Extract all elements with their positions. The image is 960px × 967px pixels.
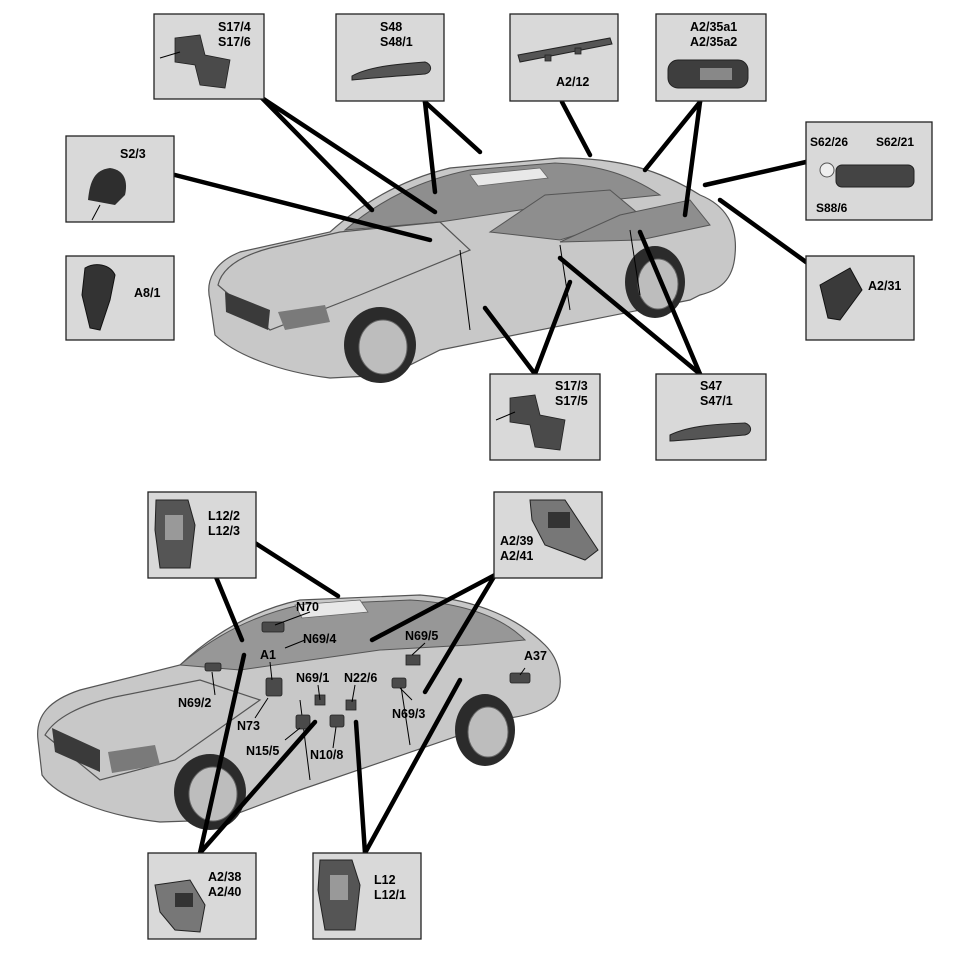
bottom-car-illustration [37,594,561,830]
label-a2-35a2: A2/35a2 [690,35,737,49]
label-s88-6: S88/6 [816,201,848,215]
top-leader-lines [172,95,809,377]
callout-l12-2: L12/2 L12/3 [147,491,257,579]
label-s47: S47 [700,379,722,393]
label-n15-5: N15/5 [246,744,279,758]
callout-s62: S62/26 S62/21 S88/6 [805,121,933,221]
callout-s17-3: S17/3 S17/5 [489,373,601,461]
label-a2-35a1: A2/35a1 [690,20,737,34]
label-n10-8: N10/8 [310,748,343,762]
callout-a2-39: A2/39 A2/41 [493,491,603,579]
label-a2-40: A2/40 [208,885,241,899]
label-n69-5: N69/5 [405,629,438,643]
label-n69-3: N69/3 [392,707,425,721]
callout-a2-12: A2/12 [509,13,619,102]
label-n73: N73 [237,719,260,733]
label-n69-4: N69/4 [303,632,336,646]
leader-endpoints [370,150,722,310]
label-n69-2: N69/2 [178,696,211,710]
callout-a8-1: A8/1 [65,255,175,341]
label-a2-39: A2/39 [500,534,533,548]
top-car-illustration [208,157,737,383]
label-s48-1: S48/1 [380,35,413,49]
callout-s48: S48 S48/1 [335,13,445,102]
label-a2-41: A2/41 [500,549,533,563]
bottom-leader-lines [197,540,498,856]
label-s17-4: S17/4 [218,20,251,34]
label-n22-6: N22/6 [344,671,377,685]
label-n69-1: N69/1 [296,671,329,685]
callout-s2-3: S2/3 [65,135,175,223]
callout-s47: S47 S47/1 [655,373,767,461]
label-a1: A1 [260,648,276,662]
callout-s17-4: S17/4 S17/6 [153,13,265,100]
label-s62-26: S62/26 [810,135,848,149]
label-s62-21: S62/21 [876,135,914,149]
label-a8-1: A8/1 [134,286,160,300]
label-n70: N70 [296,600,319,614]
bottom-component-labels: N70 N69/4 N69/5 A1 A37 N69/1 N22/6 N69/2… [178,600,547,762]
label-s17-6: S17/6 [218,35,251,49]
label-s17-3: S17/3 [555,379,588,393]
callout-a2-31: A2/31 [805,255,915,341]
label-l12-1: L12/1 [374,888,406,902]
label-l12-2: L12/2 [208,509,240,523]
label-s48: S48 [380,20,402,34]
label-a2-31: A2/31 [868,279,901,293]
label-a2-12: A2/12 [556,75,589,89]
label-l12-3: L12/3 [208,524,240,538]
label-l12: L12 [374,873,396,887]
callout-l12: L12 L12/1 [312,852,422,940]
label-a37: A37 [524,649,547,663]
label-s47-1: S47/1 [700,394,733,408]
label-a2-38: A2/38 [208,870,241,884]
label-s17-5: S17/5 [555,394,588,408]
callout-a2-38: A2/38 A2/40 [147,852,257,940]
callout-a2-35: A2/35a1 A2/35a2 [655,13,767,102]
label-s2-3: S2/3 [120,147,146,161]
